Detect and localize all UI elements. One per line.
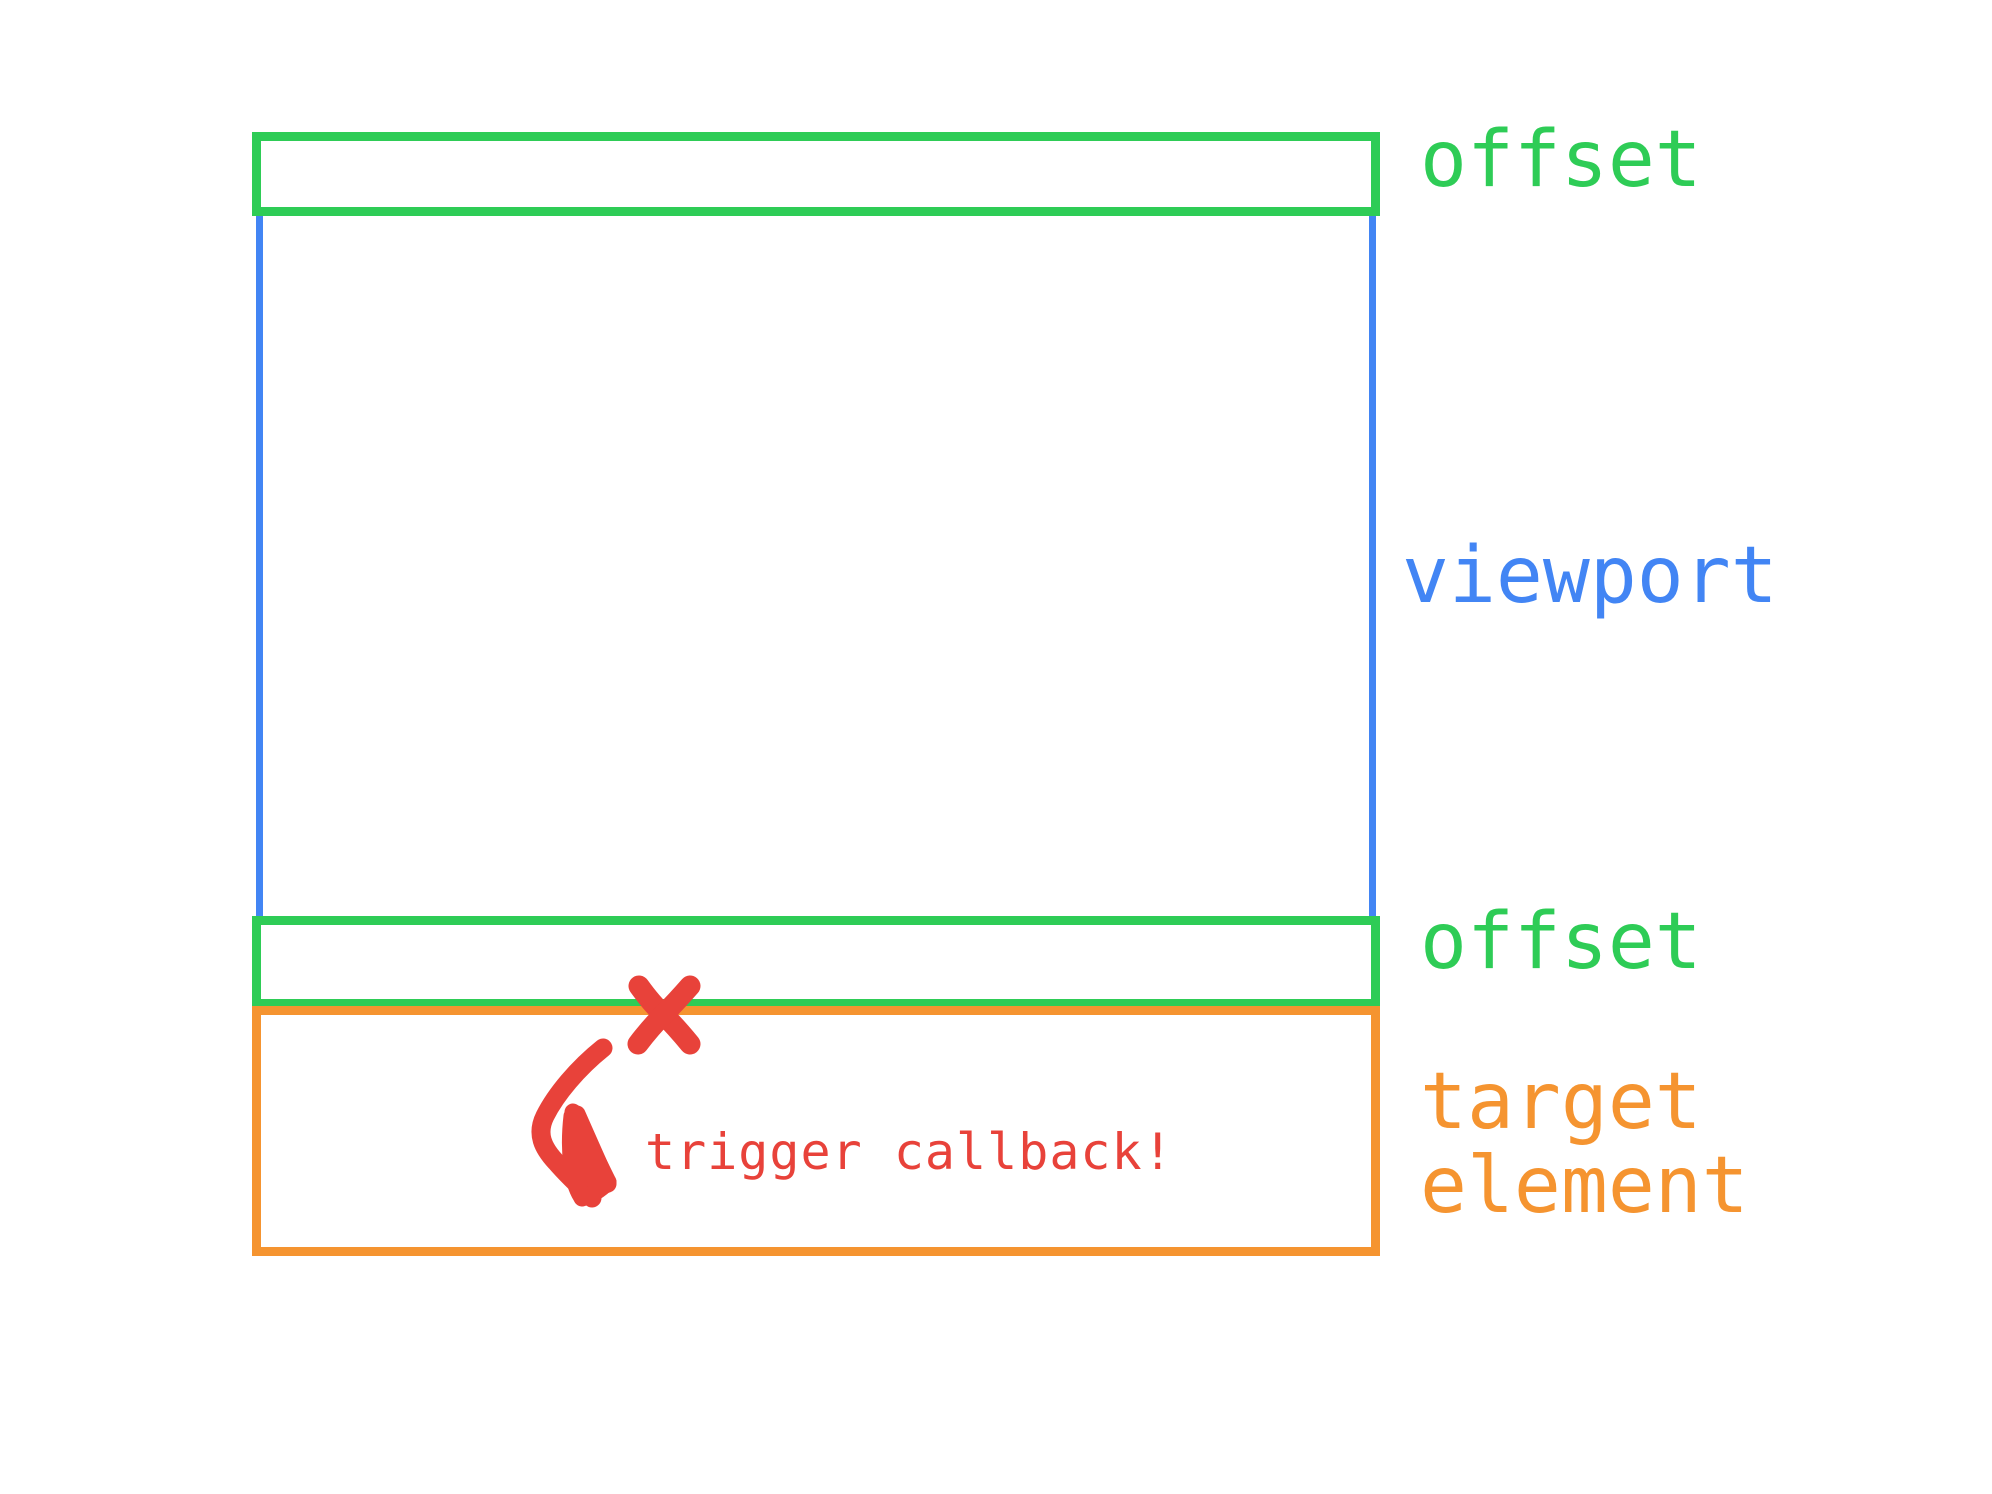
viewport-label: viewport [1402, 531, 1778, 621]
offset-bottom-label: offset [1420, 897, 1702, 987]
target-element-box [252, 1006, 1380, 1256]
viewport-box [256, 216, 1376, 918]
offset-bottom-box [252, 916, 1380, 1008]
target-element-label-line1: target [1420, 1057, 1702, 1147]
trigger-callback-annotation: trigger callback! [645, 1123, 1174, 1181]
target-element-label-line2: element [1420, 1141, 1749, 1232]
offset-top-box [252, 132, 1380, 216]
offset-top-label: offset [1420, 115, 1702, 205]
